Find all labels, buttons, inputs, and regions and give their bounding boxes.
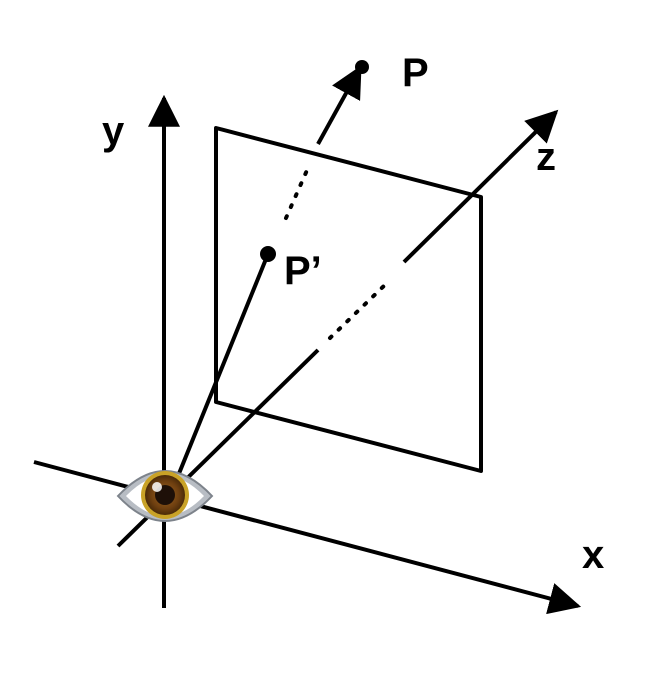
x-axis-line xyxy=(33,460,582,615)
point-p-label: P xyxy=(402,51,429,95)
point-p-dot xyxy=(355,60,369,74)
y-axis-label: y xyxy=(102,109,125,153)
point-p-prime-label: P’ xyxy=(284,249,322,293)
projection-ray-hidden-dots xyxy=(284,166,310,220)
z-axis-front-segment xyxy=(402,109,559,264)
x-axis-label: x xyxy=(582,533,604,577)
image-plane xyxy=(214,126,483,473)
projection-ray-to-p xyxy=(316,65,362,145)
eye-icon xyxy=(116,470,214,522)
projection-ray xyxy=(176,253,270,477)
z-axis-label: z xyxy=(536,135,556,179)
point-p-prime-dot xyxy=(260,246,276,262)
z-axis-hidden-dots xyxy=(328,280,390,340)
